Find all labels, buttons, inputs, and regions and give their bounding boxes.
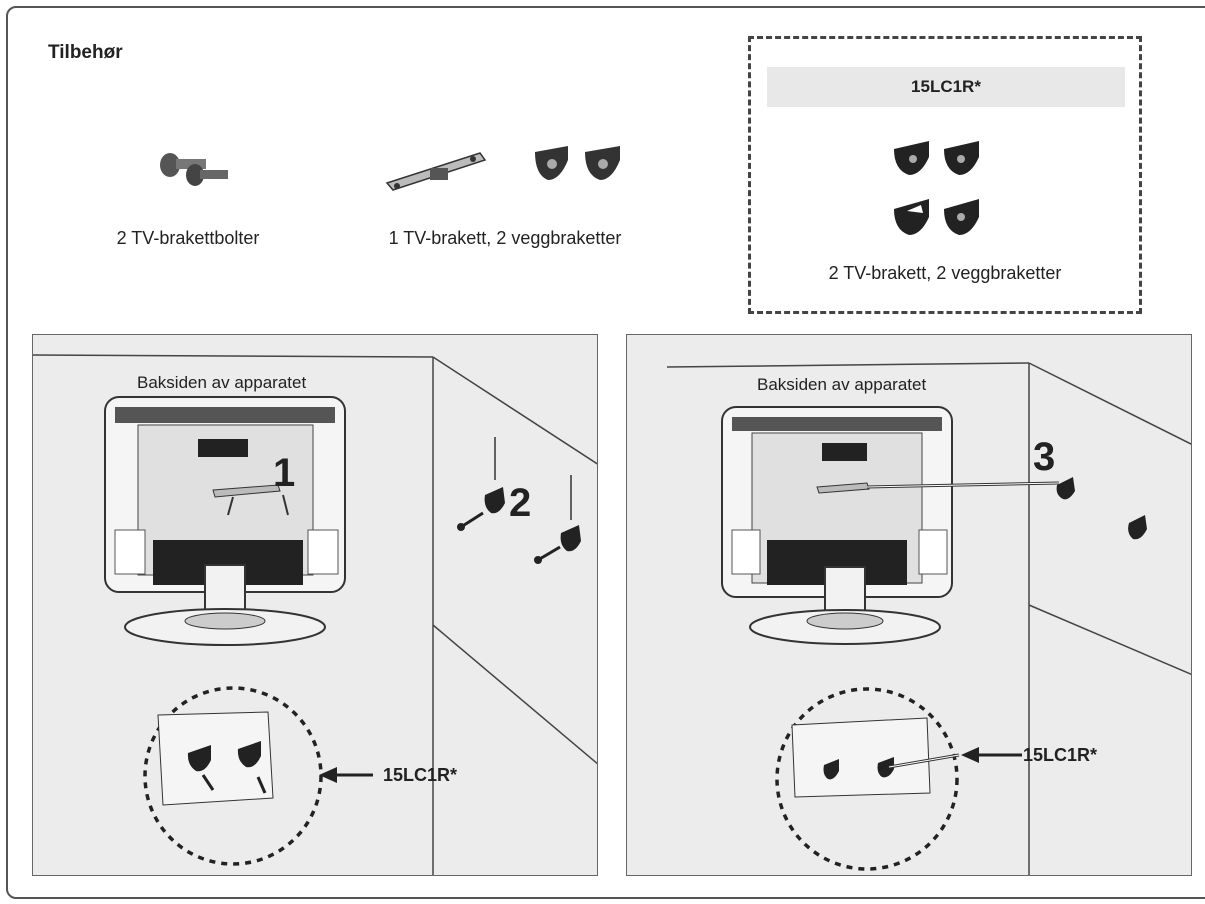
step-1-number: 1	[273, 451, 296, 495]
page-title: Tilbehør	[48, 42, 123, 63]
model-accessory-box: 15LC1R* 2 TV-brakett, 2 veggbraketter	[748, 36, 1142, 314]
step-2-number: 2	[509, 481, 532, 525]
page-frame	[6, 6, 1205, 899]
left-install-panel: Baksiden av apparatet 1 2 15LC1R*	[32, 334, 598, 876]
model-box-caption: 2 TV-brakett, 2 veggbraketter	[828, 263, 1062, 283]
right-model-label: 15LC1R*	[1023, 745, 1098, 765]
step-3-number: 3	[1033, 435, 1056, 479]
right-scene-illustration	[666, 362, 1191, 875]
bolts-illustration	[160, 153, 228, 186]
tv-bracket-illustration	[385, 152, 487, 191]
model-wall-brackets-illustration	[894, 141, 979, 235]
right-install-panel: Baksiden av apparatet 3 15LC1R*	[626, 334, 1192, 876]
bolts-caption: 2 TV-brakettbolter	[116, 228, 260, 248]
brackets-caption: 1 TV-brakett, 2 veggbraketter	[388, 228, 622, 248]
left-back-label: Baksiden av apparatet	[137, 373, 307, 392]
wall-brackets-illustration	[535, 146, 620, 180]
model-name-bar: 15LC1R*	[767, 67, 1125, 107]
left-model-label: 15LC1R*	[383, 765, 458, 785]
right-back-label: Baksiden av apparatet	[757, 375, 927, 394]
left-scene-illustration	[33, 354, 597, 875]
